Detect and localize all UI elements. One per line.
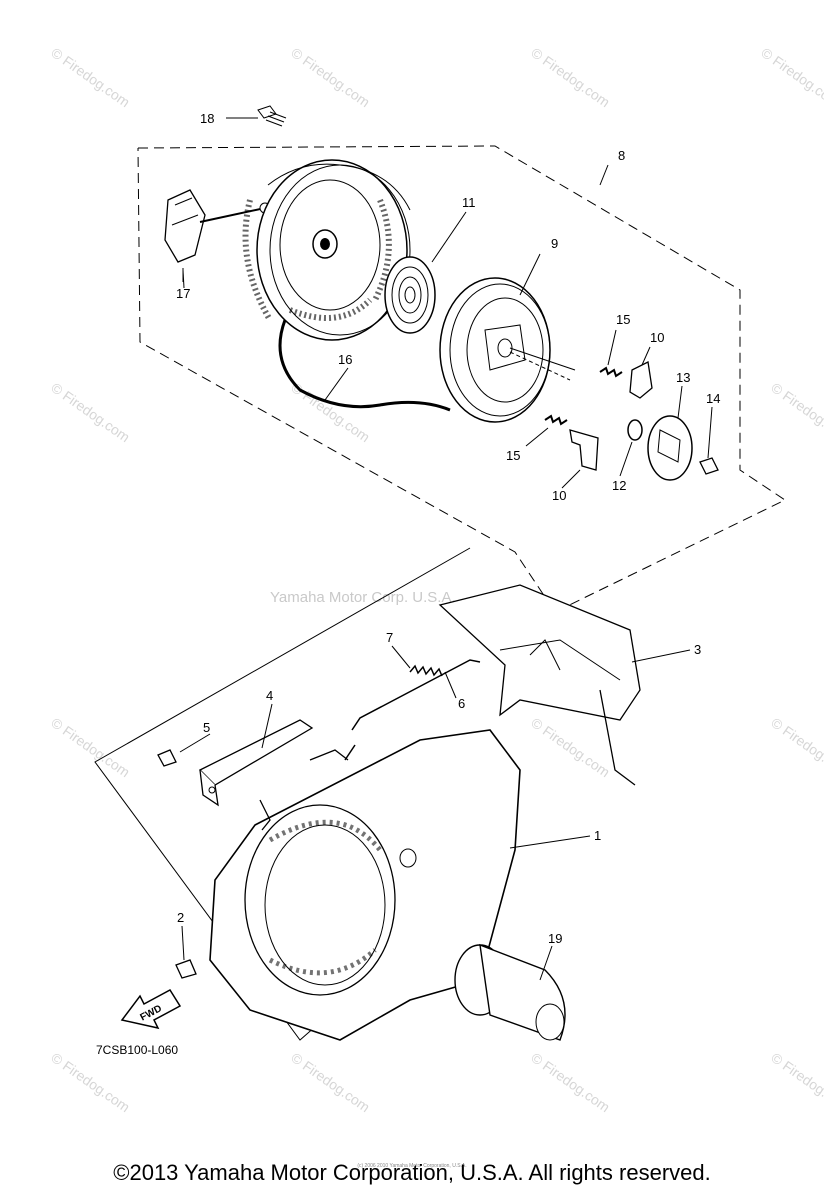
callout-9: 9 (551, 236, 558, 251)
callout-17: 17 (176, 286, 190, 301)
callout-6: 6 (458, 696, 465, 711)
watermark: © Firedog.com (528, 44, 613, 110)
callout-13: 13 (676, 370, 690, 385)
filter-part-19 (454, 943, 566, 1041)
spring-part-15-upper (599, 366, 623, 378)
callout-15b: 15 (506, 448, 520, 463)
pawl-part-10-lower (569, 429, 599, 471)
link-rod-part-6 (344, 659, 481, 761)
starter-handle-part-17 (164, 189, 271, 282)
callout-8: 8 (618, 148, 625, 163)
watermark: © Firedog.com (48, 1049, 133, 1115)
watermark: © Firedog.com (48, 379, 133, 445)
bolt-part-18 (226, 105, 287, 127)
callout-7: 7 (386, 630, 393, 645)
forward-arrow-icon: FWD (120, 989, 182, 1030)
watermark: © Firedog.com (528, 714, 613, 780)
bolt-part-2 (175, 959, 197, 979)
cover-part-3 (438, 584, 641, 786)
watermark: © Firedog.com (768, 379, 824, 445)
watermark: © Firedog.com (768, 714, 824, 780)
watermark: © Firedog.com (528, 1049, 613, 1115)
callout-labels: 1 2 3 4 5 6 7 8 9 10 10 11 12 13 14 15 1… (176, 111, 720, 946)
leader-lines (179, 164, 713, 981)
callout-18: 18 (200, 111, 214, 126)
diagram-part-code: 7CSB100-L060 (96, 1043, 178, 1057)
starter-rope-part-16 (278, 319, 451, 412)
callout-11: 11 (462, 195, 476, 210)
spring-part-7 (409, 664, 443, 677)
callout-1: 1 (594, 828, 601, 843)
callout-19: 19 (548, 931, 562, 946)
watermark: © Firedog.com (48, 44, 133, 110)
bracket-part-4 (198, 719, 314, 807)
spiral-spring-part-11 (384, 256, 436, 334)
bolt-part-5 (157, 749, 177, 767)
watermark: © Firedog.com (768, 1049, 824, 1115)
callout-10a: 10 (650, 330, 664, 345)
callout-16: 16 (338, 352, 352, 367)
watermark: © Firedog.com (288, 44, 373, 110)
bolt-part-14 (699, 457, 719, 475)
copyright-footer: ©2013 Yamaha Motor Corporation, U.S.A. A… (113, 1160, 711, 1185)
callout-5: 5 (203, 720, 210, 735)
sheave-drum-part-9 (439, 277, 576, 423)
callout-4: 4 (266, 688, 273, 703)
pawl-part-10-upper (629, 361, 653, 399)
friction-plate-part-13 (647, 415, 693, 481)
small-print: (c) 2006 2010 Yamaha Motor Corporation, … (357, 1163, 467, 1169)
center-watermark: Yamaha Motor Corp. U.S.A. (270, 589, 456, 606)
watermark: © Firedog.com (288, 1049, 373, 1115)
callout-14: 14 (706, 391, 720, 406)
spring-part-15-lower (544, 414, 568, 426)
watermark: © Firedog.com (758, 44, 824, 110)
callout-10b: 10 (552, 488, 566, 503)
callout-15a: 15 (616, 312, 630, 327)
starter-case (242, 159, 411, 341)
callout-2: 2 (177, 910, 184, 925)
callout-12: 12 (612, 478, 626, 493)
callout-3: 3 (694, 642, 701, 657)
fan-shroud-part-1 (209, 729, 521, 1041)
ring-part-12 (627, 419, 643, 441)
assembly-outline-upper (137, 145, 787, 613)
